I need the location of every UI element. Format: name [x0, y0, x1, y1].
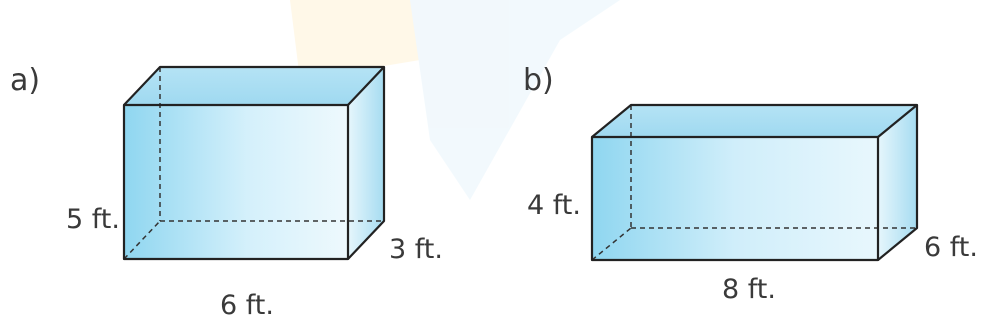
part-label-a: a) — [10, 63, 40, 98]
prism-b-side-outline — [877, 105, 919, 261]
prism-b-side-face — [878, 105, 917, 260]
prism-b-top-outline — [591, 103, 919, 138]
prism-b-front-face — [592, 137, 878, 260]
background-watermark — [290, 0, 620, 200]
length-label-b: 8 ft. — [722, 274, 776, 305]
prism-a-front-face — [124, 105, 348, 259]
part-label-b: b) — [523, 63, 554, 98]
prism-a-side-face — [348, 67, 384, 259]
depth-label-b: 6 ft. — [924, 232, 978, 263]
prism-a-top-face — [124, 67, 384, 105]
height-label-b: 4 ft. — [527, 190, 581, 221]
prism-b — [590, 103, 919, 262]
depth-label-a: 3 ft. — [389, 234, 443, 265]
prism-a-side-outline — [347, 67, 386, 260]
height-label-a: 5 ft. — [66, 204, 120, 235]
prism-a — [122, 65, 386, 261]
length-label-a: 6 ft. — [220, 290, 274, 321]
prism-a-top-outline — [123, 65, 386, 106]
prism-b-top-face — [592, 105, 917, 137]
